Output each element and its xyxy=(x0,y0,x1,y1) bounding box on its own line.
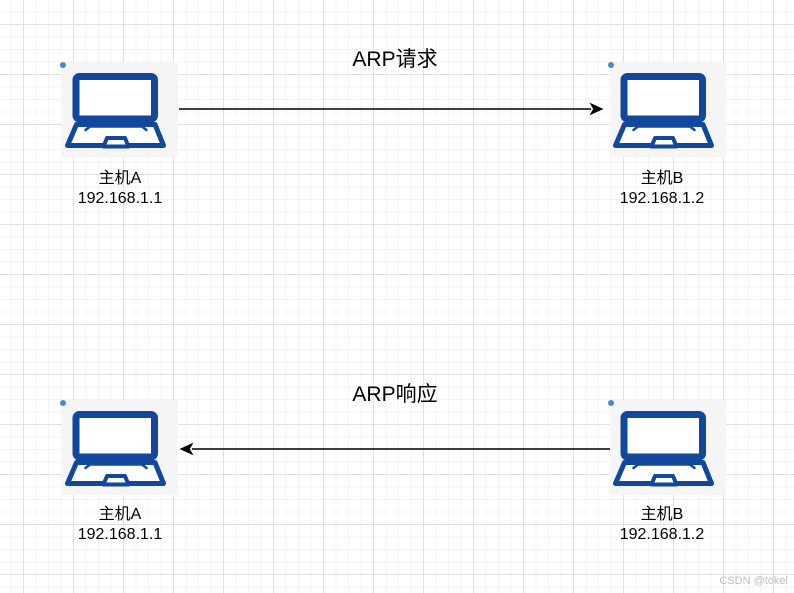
host-a-reply-label: 主机A 192.168.1.1 xyxy=(40,505,200,545)
connection-point-dot xyxy=(60,62,66,68)
arp-request-arrow xyxy=(179,102,604,116)
host-a-request-node xyxy=(60,62,178,157)
arrowhead-left-icon xyxy=(179,442,194,456)
watermark: CSDN @tokel xyxy=(719,575,788,587)
host-name: 主机B xyxy=(640,506,684,523)
host-ip: 192.168.1.1 xyxy=(77,526,163,543)
host-a-reply-node xyxy=(60,400,178,495)
host-ip: 192.168.1.1 xyxy=(77,190,163,207)
host-a-request-label: 主机A 192.168.1.1 xyxy=(40,169,200,209)
laptop-icon xyxy=(613,73,714,149)
arp-reply-arrow xyxy=(179,442,611,456)
laptop-icon xyxy=(613,411,714,487)
host-b-reply-label: 主机B 192.168.1.2 xyxy=(582,505,742,545)
host-ip: 192.168.1.2 xyxy=(619,526,705,543)
host-ip: 192.168.1.2 xyxy=(619,190,705,207)
host-name: 主机B xyxy=(640,170,684,187)
host-name: 主机A xyxy=(98,506,142,523)
connection-point-dot xyxy=(60,400,66,406)
laptop-icon xyxy=(65,411,166,487)
arrowhead-right-icon xyxy=(589,102,604,116)
arp-reply-title: ARP响应 xyxy=(352,383,438,406)
host-b-reply-node xyxy=(608,400,726,495)
connection-point-dot xyxy=(608,400,614,406)
host-b-request-node xyxy=(608,62,726,157)
arp-request-title: ARP请求 xyxy=(352,48,438,71)
connection-point-dot xyxy=(608,62,614,68)
host-name: 主机A xyxy=(98,170,142,187)
laptop-icon xyxy=(65,73,166,149)
host-b-request-label: 主机B 192.168.1.2 xyxy=(582,169,742,209)
